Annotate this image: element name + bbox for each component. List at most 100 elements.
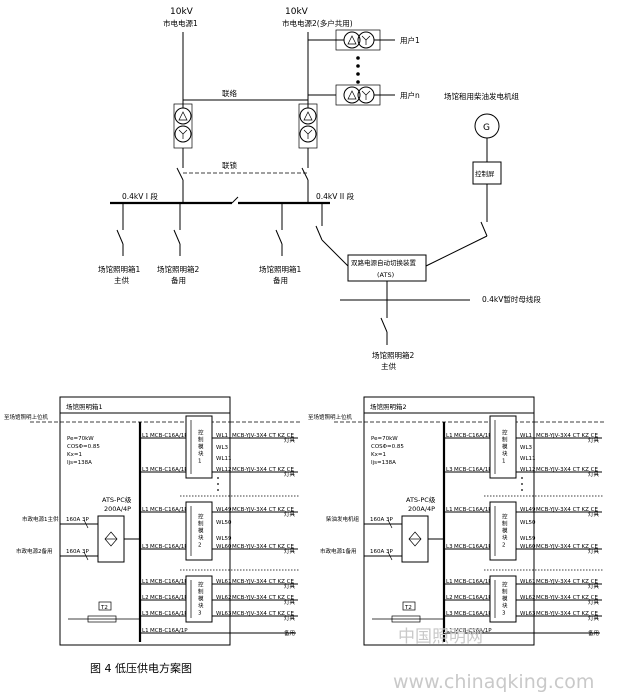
feeder-d-switch [380,317,388,333]
control-module-char: 2 [502,543,506,549]
panel-param: Kx=1 [67,452,82,458]
control-module-char: 控 [502,581,508,589]
watermark-url: www.chinaqking.com [393,671,594,693]
row-breaker: MCB-C16A/1P [454,467,492,473]
row-gap-dot [521,489,523,491]
control-module-char: 块 [198,450,204,458]
row-breaker: MCB-C16A/1P [150,507,188,513]
row-gap-dot [521,483,523,485]
row-phase: L3 [446,467,453,473]
panel-param: Pe=70kW [67,436,94,442]
row-load: 灯具 [588,547,600,555]
row-breaker: MCB-C16A/1P [454,544,492,550]
load-d-role: 主供 [381,361,396,371]
panel-param: Pe=70kW [371,436,398,442]
panel-lighting-box-2: 场馆照明箱2至场馆照明上位机Pe=70kWCOSΦ=0.85Kx=1Ijs=13… [308,396,604,646]
panel-title: 场馆照明箱2 [370,402,407,411]
panel-title: 场馆照明箱1 [66,402,103,411]
row-breaker: MCB-C16A/1P [454,579,492,585]
row-load: 灯具 [284,598,296,606]
row-circuit-aux: WL3 [216,445,229,451]
row-phase: L1 [142,628,149,634]
panel-ats-diamond [408,531,422,547]
src1-name-label: 市电电源1 [163,18,198,28]
panel-input-2-switch [83,551,89,561]
row-circuit: WL61 [216,579,232,585]
panel-meter-label: T2 [404,605,412,611]
panel-input-2-breaker: 160A 3P [370,549,394,555]
panel-ats-label: ATS-PC级 [406,495,436,504]
row-load: 灯具 [284,470,296,478]
t1-incomer-switch [176,167,184,181]
panel-meter-label: T2 [100,605,108,611]
control-module-char: 2 [198,543,202,549]
user1-transformer [335,29,395,51]
row-breaker: MCB-C16A/1P [150,595,188,601]
row-breaker: MCB-C16A/1P [454,611,492,617]
upper-schematic: 10kV 市电电源1 10kV 市电电源2(多户共用) 联络 用户1 [98,7,541,371]
row-phase: L2 [446,595,453,601]
row-breaker: MCB-C16A/1P [454,433,492,439]
row-load: 灯具 [588,470,600,478]
row-breaker: MCB-C16A/1P [454,507,492,513]
row-cable: MCB-YJV-3X4 CT KZ CE [536,433,599,439]
row-load: 灯具 [588,614,600,622]
row-circuit: WL61 [520,579,536,585]
control-module-char: 制 [198,588,204,596]
panel-input-2-breaker: 160A 3P [66,549,90,555]
src1-kv-label: 10kV [170,7,194,17]
control-module-char: 块 [502,450,508,458]
control-module-box [489,501,517,561]
row-breaker: MCB-C16A/1P [150,611,188,617]
row-load: 灯具 [284,547,296,555]
row-circuit: WL12 [520,467,536,473]
control-module-char: 模 [502,527,508,535]
row-circuit: WL60 [216,544,232,550]
control-module-char: 3 [502,611,506,617]
row-load: 灯具 [588,510,600,518]
row-load: 灯具 [284,582,296,590]
row-circuit: WL49 [216,507,232,513]
row-phase: L3 [142,467,149,473]
row-phase: L1 [446,433,453,439]
row-breaker: MCB-C16A/1P [150,467,188,473]
control-module-char: 控 [502,429,508,437]
row-load: 灯具 [284,614,296,622]
row-load: 灯具 [284,436,296,444]
row-cable: MCB-YJV-3X4 CT KZ CE [232,467,295,473]
row-gap-dot [217,483,219,485]
row-phase: L1 [142,507,149,513]
row-cable: MCB-YJV-3X4 CT KZ CE [232,433,295,439]
row-cable: MCB-YJV-3X4 CT KZ CE [536,611,599,617]
row-circuit: WL63 [520,611,536,617]
row-cable: MCB-YJV-3X4 CT KZ CE [536,579,599,585]
gen-to-ats [425,235,488,267]
transformer-2 [298,103,318,149]
src2-kv-label: 10kV [285,7,309,17]
control-module-char: 控 [198,429,204,437]
row-load: 灯具 [588,598,600,606]
control-module-char: 控 [502,513,508,521]
bus2-label: 0.4kV II 段 [316,191,355,201]
feeder-ats [315,203,349,267]
row-circuit-aux: WL59 [520,536,536,542]
row-circuit-aux: WL50 [520,520,536,526]
row-breaker: MCB-C16A/1P [150,544,188,550]
row-phase: L3 [446,544,453,550]
bus-coupler-switch [231,196,239,204]
load-c-role: 备用 [273,275,288,285]
control-module-char: 模 [502,595,508,603]
control-module-char: 模 [198,595,204,603]
ats-title: 双路电源自动切换装置 [351,258,417,267]
hv-tie-label: 联络 [222,88,237,98]
panel-input-1-switch [387,519,393,529]
row-circuit-aux: WL50 [216,520,232,526]
control-module-char: 模 [198,443,204,451]
feeder-c [275,203,283,256]
temp-bus-label: 0.4kV暂时母线段 [482,294,541,304]
generator-letter: G [483,123,490,133]
row-cable: MCB-YJV-3X4 CT KZ CE [536,544,599,550]
row-load: 备用 [284,629,295,637]
control-module-char: 3 [198,611,202,617]
panel-param: Ijs=138A [67,460,92,466]
